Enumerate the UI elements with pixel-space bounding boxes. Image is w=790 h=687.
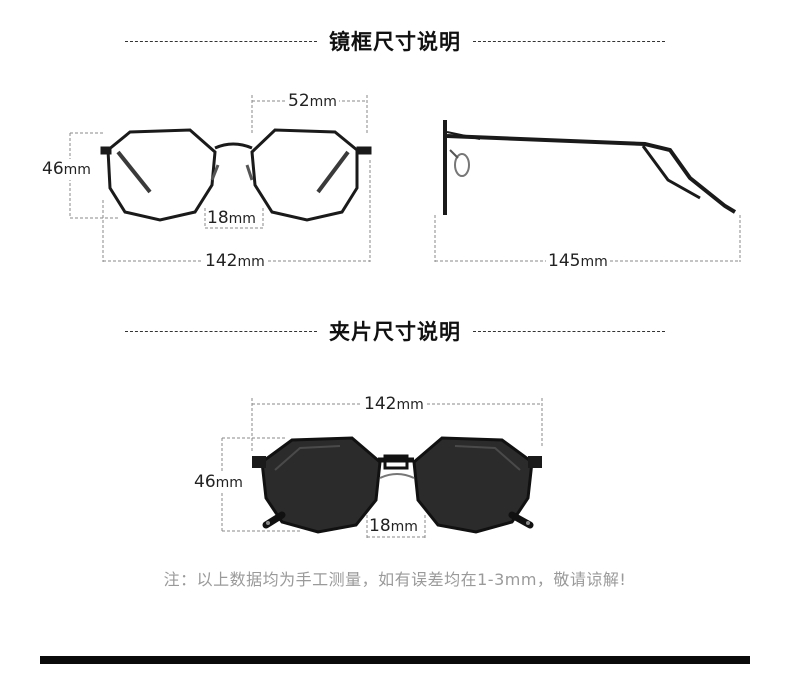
clip-bridge-width-value: 18 bbox=[369, 516, 391, 536]
title-divider-left bbox=[125, 40, 317, 42]
frame-width-value: 142 bbox=[205, 251, 238, 271]
clip-width-label: 142mm bbox=[362, 394, 426, 415]
clip-bridge-width-label: 18mm bbox=[367, 516, 420, 537]
clip-size-section-title: 夹片尺寸说明 bbox=[0, 316, 790, 346]
clip-on-sunglasses-image bbox=[221, 398, 543, 538]
clip-size-title-text: 夹片尺寸说明 bbox=[329, 320, 461, 344]
side-frame-shape bbox=[443, 120, 737, 215]
lens-width-value: 52 bbox=[288, 91, 310, 111]
title-divider-left bbox=[125, 330, 317, 332]
bridge-width-label: 18mm bbox=[205, 208, 258, 229]
footer-divider-bar bbox=[40, 656, 750, 664]
clip-frame-shape bbox=[252, 436, 542, 534]
temple-length-label: 145mm bbox=[546, 251, 610, 272]
clip-height-label: 46mm bbox=[192, 472, 245, 493]
bridge-width-unit: mm bbox=[228, 211, 256, 227]
temple-length-unit: mm bbox=[580, 254, 608, 270]
lens-width-label: 52mm bbox=[286, 91, 339, 112]
frame-size-section-title: 镜框尺寸说明 bbox=[0, 26, 790, 56]
lens-height-label: 46mm bbox=[40, 159, 93, 180]
front-frame-shape bbox=[100, 128, 372, 222]
measurement-note: 注：以上数据均为手工测量，如有误差均在1-3mm，敬请谅解! bbox=[163, 570, 627, 589]
frame-width-label: 142mm bbox=[203, 251, 267, 272]
temple-length-value: 145 bbox=[548, 251, 581, 271]
bridge-width-value: 18 bbox=[207, 208, 229, 228]
clip-width-value: 142 bbox=[364, 394, 397, 414]
frame-size-title-text: 镜框尺寸说明 bbox=[329, 30, 461, 54]
lens-height-unit: mm bbox=[63, 162, 91, 178]
clip-bridge-width-unit: mm bbox=[390, 519, 418, 535]
clip-height-unit: mm bbox=[215, 475, 243, 491]
lens-width-unit: mm bbox=[309, 94, 337, 110]
clip-height-value: 46 bbox=[194, 472, 216, 492]
title-divider-right bbox=[473, 330, 665, 332]
clip-width-unit: mm bbox=[396, 397, 424, 413]
lens-height-value: 46 bbox=[42, 159, 64, 179]
title-divider-right bbox=[473, 40, 665, 42]
frame-width-unit: mm bbox=[237, 254, 265, 270]
